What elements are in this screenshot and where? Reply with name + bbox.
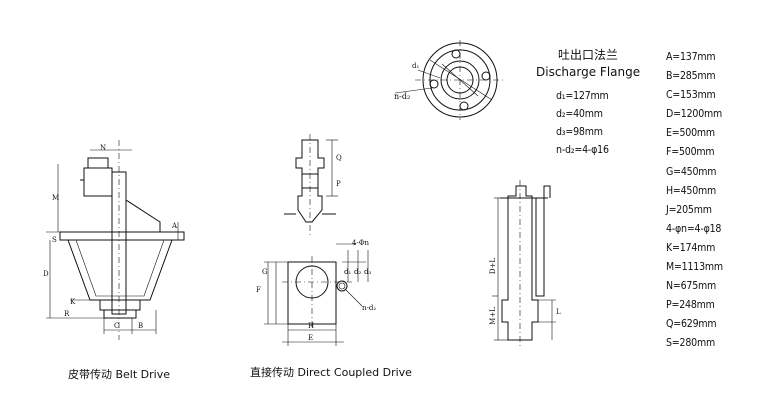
spec-k: K=174mm [666, 241, 716, 254]
caption-belt-drive: 皮带传动 Belt Drive [68, 368, 171, 381]
label-s: S [52, 236, 57, 244]
label-m-plus-l: M+L [488, 307, 497, 325]
label-q: Q [336, 154, 342, 162]
spec-j: J=205mm [666, 203, 712, 216]
spec-bolt-holes: 4-φn=4-φ18 [666, 222, 722, 235]
flange-drawing [394, 40, 505, 120]
label-a: A [172, 222, 178, 230]
label-h: H [308, 322, 315, 330]
spec-f: F=500mm [666, 146, 715, 159]
flange-title-en: Discharge Flange [536, 65, 641, 79]
flange-dim-d3: d₃=98mm [556, 126, 603, 138]
label-e: E [308, 334, 314, 342]
spec-b: B=285mm [666, 70, 716, 83]
flange-title-cn: 吐出口法兰 [558, 48, 619, 62]
spec-h: H=450mm [666, 184, 717, 197]
spec-c: C=153mm [666, 89, 716, 102]
label-f: F [256, 286, 261, 294]
dimension-spec-list: A=137mm B=285mm C=153mm D=1200mm E=500mm… [666, 48, 723, 354]
flange-dim-d2: d₂=40mm [556, 108, 603, 120]
label-p: P [336, 180, 341, 188]
label-m: M [52, 194, 60, 202]
label-d2-direct: d₂ [354, 268, 362, 276]
caption-direct-coupled-drive: 直接传动 Direct Coupled Drive [250, 366, 412, 379]
label-4-phi-n: 4-Φn [352, 239, 370, 247]
label-b: B [138, 322, 144, 330]
flange-dim-bolts: n-d₂=4-φ16 [556, 144, 609, 156]
spec-m: M=1113mm [666, 261, 723, 274]
belt-drive-drawing [46, 140, 185, 340]
spec-a: A=137mm [666, 51, 716, 63]
label-d3-direct: d₃ [364, 268, 372, 276]
label-d: D [43, 270, 49, 278]
label-n: N [100, 144, 107, 152]
spec-s: S=280mm [666, 337, 715, 350]
pump-outline-drawing [492, 180, 556, 348]
spec-p: P=248mm [666, 299, 715, 312]
spec-d: D=1200mm [666, 108, 723, 121]
label-n-d2-direct: n-d₂ [362, 304, 377, 312]
spec-n: N=675mm [666, 280, 717, 293]
label-l: L [556, 308, 561, 316]
direct-drive-drawing [264, 134, 369, 346]
spec-g: G=450mm [666, 165, 717, 178]
label-g: G [262, 268, 268, 276]
label-d1-direct: d₁ [344, 268, 352, 276]
label-r: R [64, 310, 70, 318]
label-d1-flange: d₁ [412, 62, 420, 70]
label-c: C [114, 322, 120, 330]
label-k: K [70, 298, 76, 306]
spec-q: Q=629mm [666, 318, 717, 331]
label-d-plus-l: D+L [489, 257, 498, 275]
label-n-d2-flange: n-d₂ [394, 92, 411, 101]
spec-e: E=500mm [666, 127, 715, 140]
flange-dim-d1: d₁=127mm [556, 90, 609, 102]
